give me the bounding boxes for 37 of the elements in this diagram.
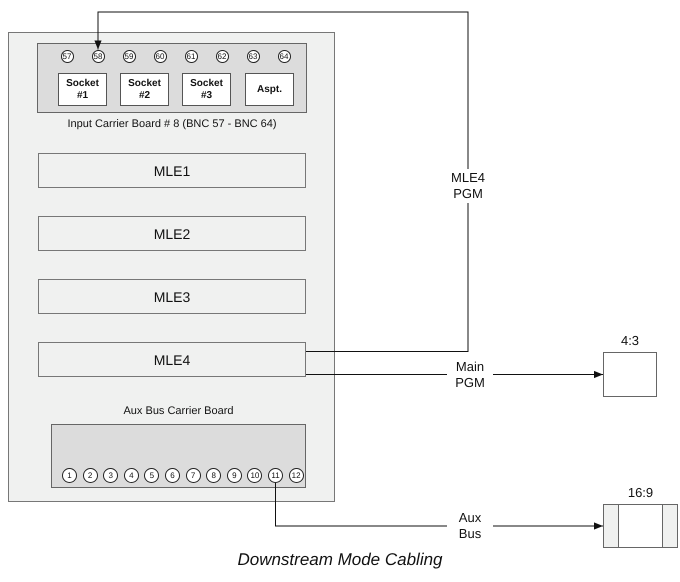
connector-circle: 59 (122, 50, 136, 62)
connector-circle: 4 (124, 468, 139, 483)
aspect-ratio-label: 16:9 (628, 485, 654, 500)
connector-circle: 1 (62, 468, 77, 483)
connector-circle: 63 (246, 50, 260, 62)
connector-circle: 3 (103, 468, 118, 483)
board-label: Input Carrier Board # 8 (BNC 57 - BNC 64) (66, 118, 278, 130)
socket-box: Socket #2 (120, 73, 169, 106)
connector-circle: 2 (82, 468, 98, 483)
connector-circle: 60 (154, 50, 166, 62)
connector-circle: 9 (226, 468, 242, 483)
socket-box: Socket #3 (182, 73, 231, 106)
cable-arrow (306, 370, 604, 378)
caption: Downstream Mode Cabling (236, 550, 444, 570)
connector-circle: 61 (184, 50, 198, 62)
connector-circle: 5 (144, 468, 160, 483)
connector-circle: 10 (247, 468, 262, 483)
module-box: MLE2 (38, 216, 306, 251)
aspect-ratio-label: 4:3 (620, 333, 640, 348)
connector-circle: 12 (288, 468, 304, 483)
socket-box: Aspt. (245, 73, 294, 106)
connector-circle: 58 (92, 50, 104, 62)
connector-circle: 7 (186, 468, 201, 483)
connector-circle: 64 (278, 50, 290, 62)
connector-circle: 11 (268, 468, 283, 483)
cable-arrow (275, 482, 604, 530)
cable-arrow (94, 12, 468, 352)
chassis-frame (8, 32, 335, 502)
connector-circle: 62 (216, 50, 228, 62)
module-box: MLE1 (38, 153, 306, 188)
module-box: MLE4 (38, 342, 306, 377)
connector-circle: 57 (60, 50, 74, 62)
connector-circle: 8 (206, 468, 222, 483)
connector-circle: 6 (165, 468, 180, 483)
socket-box: Socket #1 (58, 73, 107, 106)
module-box: MLE3 (38, 279, 306, 314)
board-label: Aux Bus Carrier Board (122, 405, 235, 417)
